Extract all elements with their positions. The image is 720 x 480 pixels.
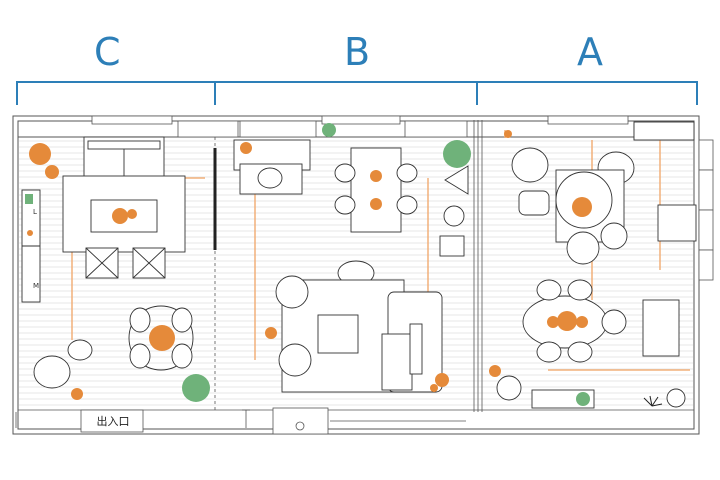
dining-table-b: [350, 147, 402, 233]
light-icon: [435, 373, 449, 387]
side-table-a: [642, 299, 680, 357]
wall-mark-l: L: [33, 208, 37, 216]
light-icon: [504, 130, 512, 138]
ottoman-a: [518, 190, 550, 216]
coffee-table-b: [317, 314, 359, 354]
light-icon: [557, 311, 577, 331]
shelf-a: [633, 121, 695, 141]
zone-label-a: A: [577, 30, 603, 74]
zone-dividers: [213, 120, 483, 412]
light-icon: [576, 316, 588, 328]
light-icon: [489, 365, 501, 377]
zone-label-b: B: [344, 30, 371, 74]
light-icon: [45, 165, 59, 179]
triangle-table: [444, 165, 469, 195]
light-icon: [29, 143, 51, 165]
entrance-box: [80, 409, 144, 433]
light-icon: [149, 325, 175, 351]
plant-icon: [322, 123, 336, 137]
armchair-b1: [275, 275, 309, 309]
light-icon: [370, 170, 382, 182]
light-icon: [112, 208, 128, 224]
light-icon: [127, 209, 137, 219]
light-icon: [572, 197, 592, 217]
light-icon: [27, 230, 33, 236]
chair-b: [439, 235, 465, 257]
zone-brackets: [16, 81, 698, 105]
light-icon: [370, 198, 382, 210]
zone-c-furniture: [21, 136, 194, 389]
armchair-a1: [511, 147, 549, 183]
light-icon: [240, 142, 252, 154]
light-icon: [430, 384, 438, 392]
plant-icon: [443, 140, 471, 168]
zone-b-furniture: [233, 139, 469, 393]
stool-a: [496, 375, 522, 401]
plant-icon: [576, 392, 590, 406]
light-icon: [71, 388, 83, 400]
entrance-label: 出入口: [96, 415, 130, 428]
plant-icon: [182, 374, 210, 402]
light-fixtures: [27, 130, 592, 400]
light-icon: [547, 316, 559, 328]
top-windows: [91, 115, 695, 141]
cabinet-a: [657, 204, 697, 242]
right-side-panels: [698, 139, 714, 281]
plants: [182, 123, 590, 406]
bottom-wall-details: [15, 407, 695, 435]
light-icon: [265, 327, 277, 339]
wall-mark-m: M: [33, 282, 40, 290]
lounge-chair-c: [33, 355, 71, 389]
palm-icon: [643, 395, 663, 407]
zone-label-c: C: [94, 30, 121, 74]
round-table-c: [128, 305, 194, 371]
armchair-b2: [278, 343, 312, 377]
